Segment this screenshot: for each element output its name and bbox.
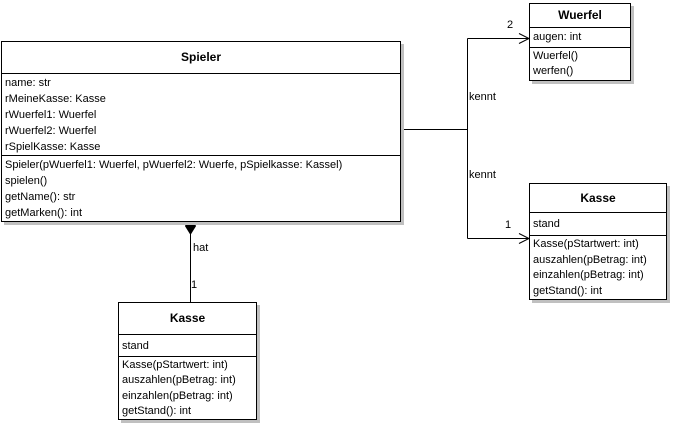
class-kasse-bottom[interactable]: Kasse stand Kasse(pStartwert: int) auszah…	[118, 302, 257, 420]
method-row: getStand(): int	[122, 405, 192, 418]
class-kasse-bottom-title: Kasse	[119, 303, 256, 335]
attribute-row: rMeineKasse: Kasse	[5, 93, 106, 105]
attribute-row: stand	[122, 340, 149, 352]
method-row: Wuerfel()	[533, 50, 579, 62]
multiplicity-hat-kasse: 1	[191, 279, 198, 291]
class-wuerfel-attributes-compartment: augen: int	[530, 28, 630, 48]
attribute-row: rSpielKasse: Kasse	[5, 141, 101, 153]
method-row: getName(): str	[5, 191, 76, 203]
method-row: werfen()	[533, 65, 574, 77]
attribute-row: rWuerfel1: Wuerfel	[5, 109, 97, 121]
method-row: einzahlen(pBetrag: int)	[122, 389, 233, 402]
method-row: getStand(): int	[533, 284, 603, 297]
class-spieler-attributes-compartment: name: str rMeineKasse: Kasse rWuerfel1: Wu…	[2, 74, 400, 156]
open-arrowhead-kasse-icon	[518, 233, 531, 244]
method-row: Spieler(pWuerfel1: Wuerfel, pWuerfel2: W…	[5, 159, 343, 171]
attribute-row: augen: int	[533, 31, 582, 43]
attribute-row: name: str	[5, 77, 51, 89]
class-wuerfel[interactable]: Wuerfel augen: int Wuerfel() werfen()	[529, 3, 631, 81]
method-row: einzahlen(pBetrag: int)	[533, 269, 644, 281]
multiplicity-kennt-kasse: 1	[505, 219, 512, 231]
method-row: auszahlen(pBetrag: int)	[533, 253, 647, 266]
attribute-row: stand	[533, 218, 560, 230]
class-kasse-right[interactable]: Kasse stand Kasse(pStartwert: int) auszah…	[529, 183, 667, 300]
method-row: spielen()	[5, 175, 48, 187]
method-row: Kasse(pStartwert: int)	[122, 359, 228, 371]
composition-hat-label: hat	[193, 242, 209, 254]
association-kennt-wuerfel-label: kennt	[469, 91, 496, 103]
class-kasse-right-methods-compartment: Kasse(pStartwert: int) auszahlen(pBetrag:…	[530, 236, 666, 299]
attribute-row: rWuerfel2: Wuerfel	[5, 125, 97, 137]
class-spieler-methods-compartment: Spieler(pWuerfel1: Wuerfel, pWuerfel2: W…	[2, 156, 400, 221]
class-kasse-bottom-methods-compartment: Kasse(pStartwert: int) auszahlen(pBetrag:…	[119, 357, 256, 419]
multiplicity-kennt-wuerfel: 2	[507, 19, 514, 31]
method-row: auszahlen(pBetrag: int)	[122, 374, 236, 387]
method-row: Kasse(pStartwert: int)	[533, 238, 639, 250]
class-wuerfel-methods-compartment: Wuerfel() werfen()	[530, 48, 630, 79]
class-kasse-right-attributes-compartment: stand	[530, 213, 666, 236]
class-kasse-bottom-attributes-compartment: stand	[119, 335, 256, 357]
association-kennt-kasse-label: kennt	[469, 169, 496, 181]
method-row: getMarken(): int	[5, 207, 83, 219]
open-arrowhead-wuerfel-icon	[518, 33, 531, 44]
class-wuerfel-title: Wuerfel	[530, 4, 630, 28]
class-kasse-right-title: Kasse	[530, 184, 666, 213]
class-spieler-title: Spieler	[2, 42, 400, 74]
class-spieler[interactable]: Spieler name: str rMeineKasse: Kasse rWuer…	[1, 41, 401, 222]
